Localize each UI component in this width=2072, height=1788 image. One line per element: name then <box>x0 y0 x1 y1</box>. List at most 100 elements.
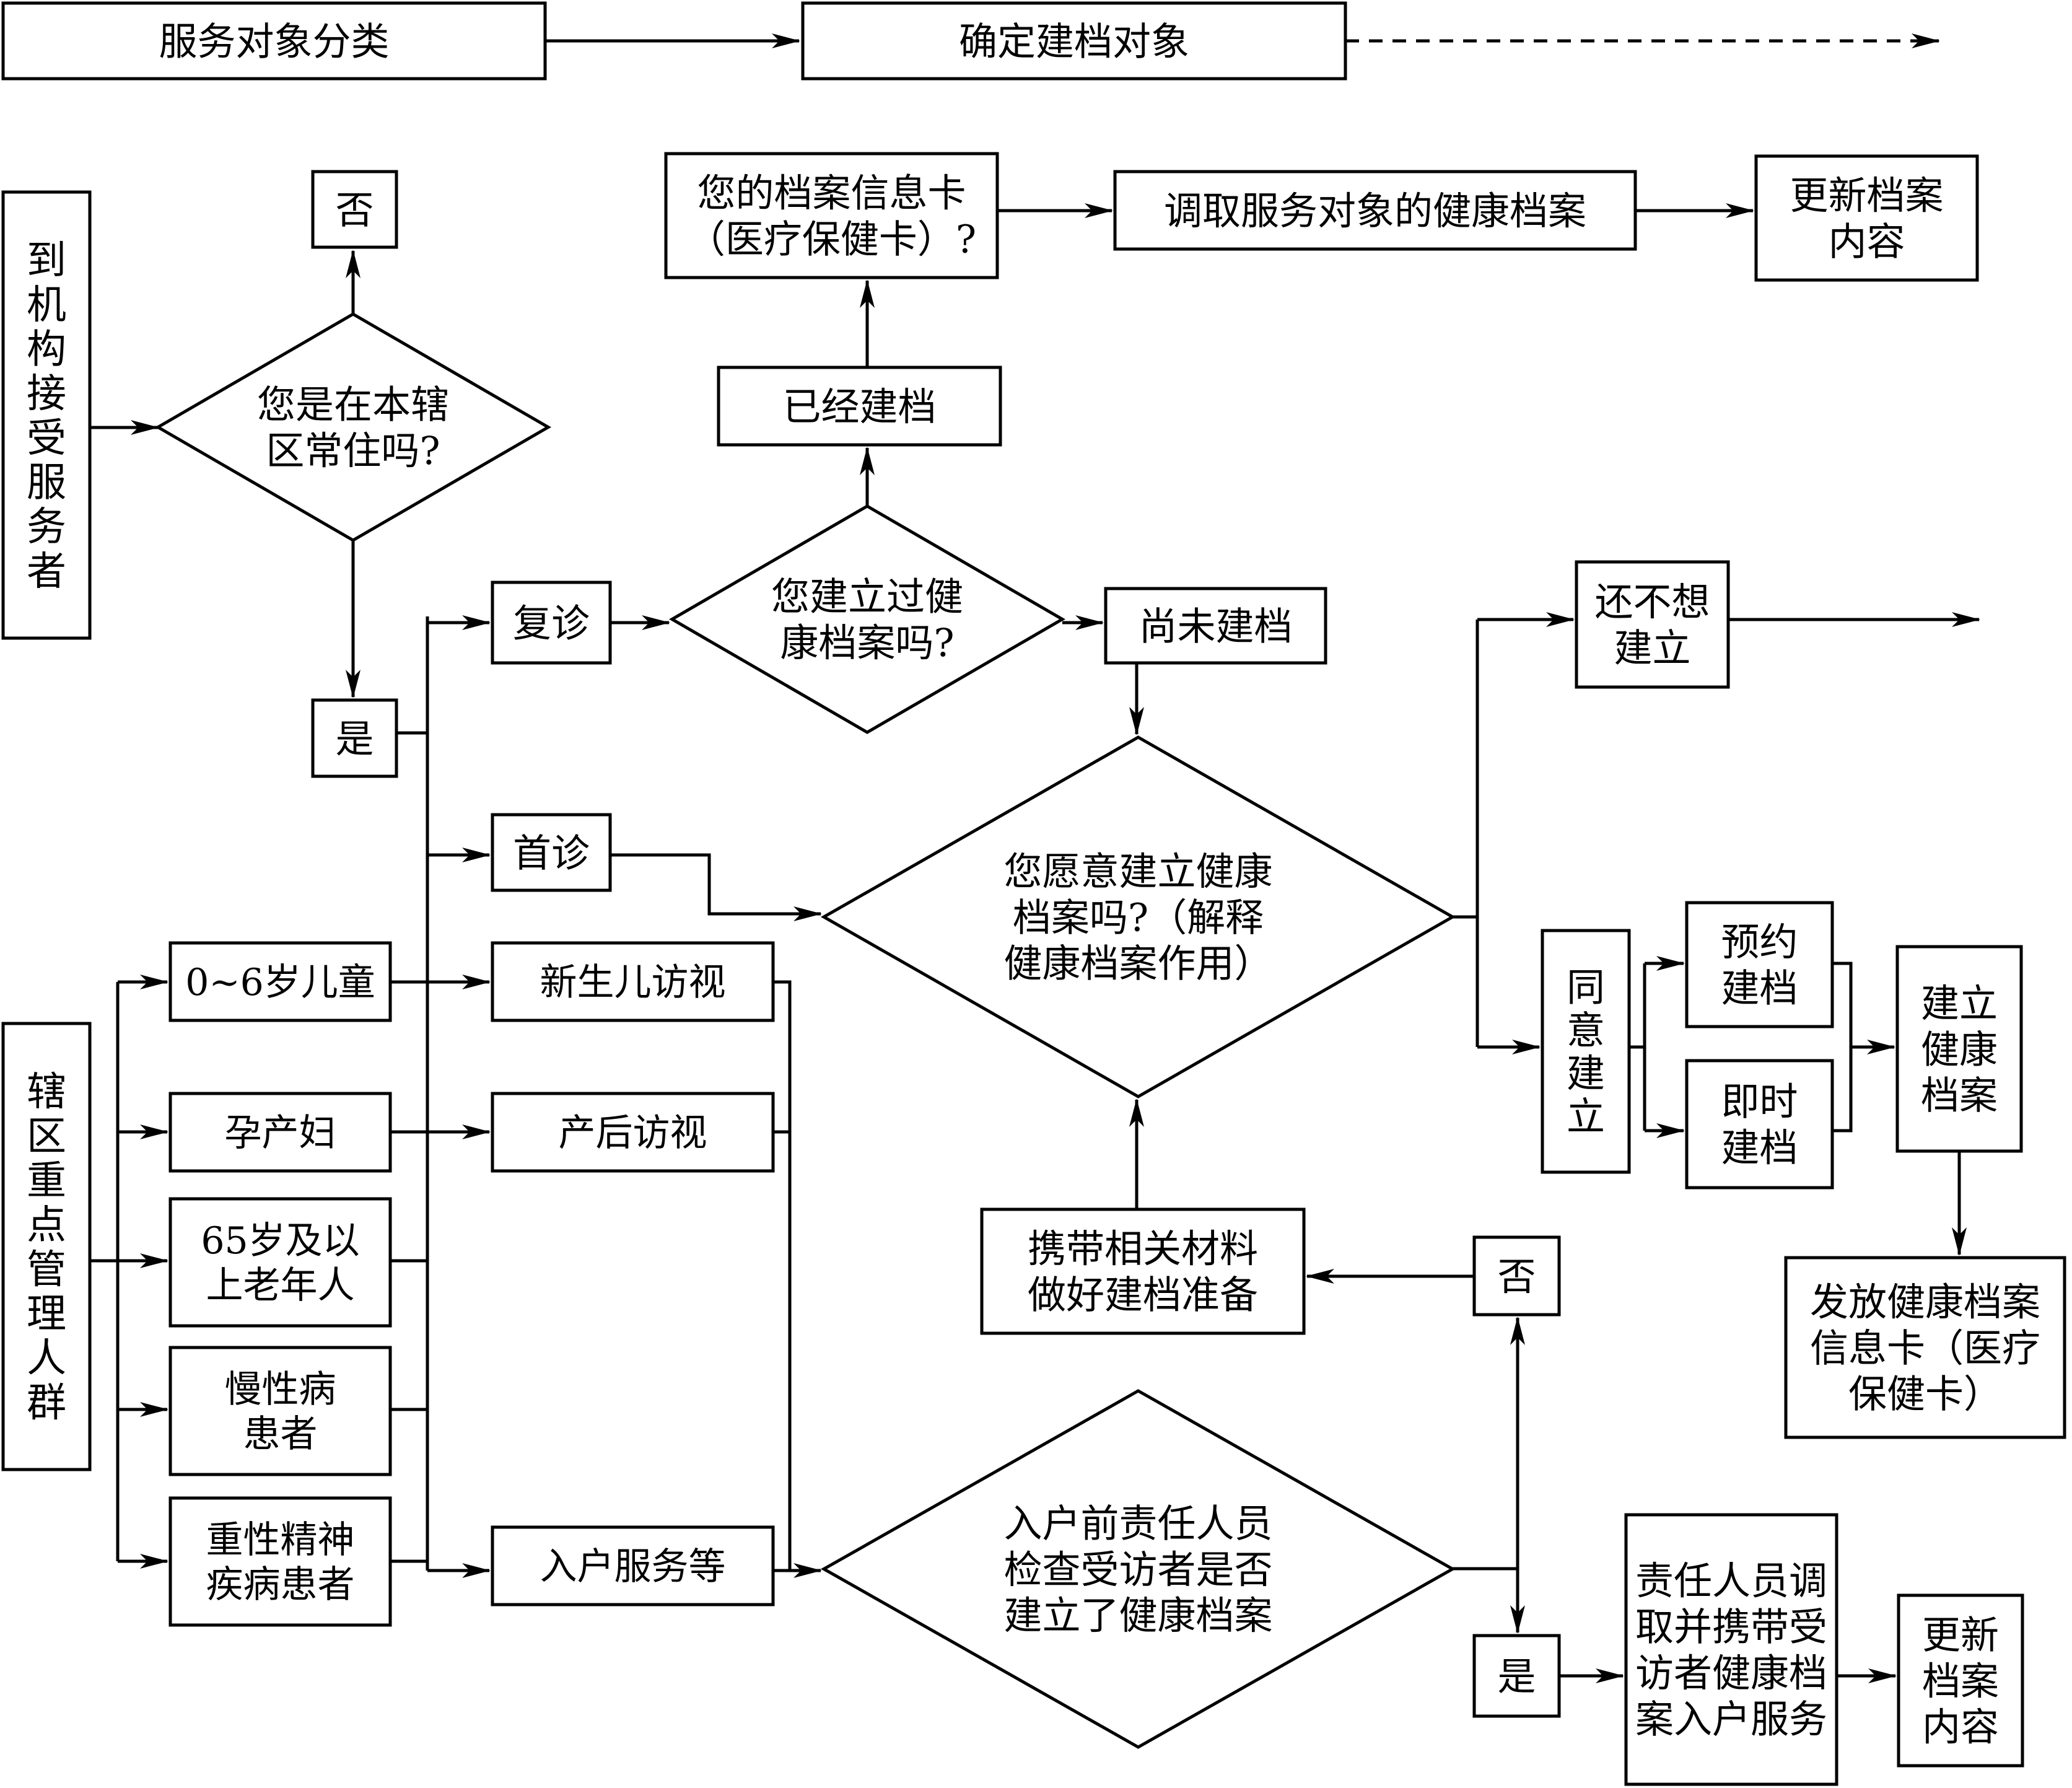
stage2-box: 确定建档对象 <box>801 1 1347 81</box>
staff-retrieve-box-frame <box>1624 1513 1838 1786</box>
followup-box-frame <box>491 581 612 665</box>
not-yet-box-label: 尚未建档 <box>1139 603 1292 649</box>
update-top-box-frame <box>1754 154 1979 282</box>
dont-want-box: 还不想建立 <box>1575 560 1730 689</box>
willing-decision-frame <box>820 735 1456 1098</box>
card-question-box-frame <box>664 152 999 279</box>
mental-box-frame <box>168 1496 392 1627</box>
followup-box: 复诊 <box>491 581 612 665</box>
connectors <box>90 33 1980 1683</box>
newborn-box-frame <box>491 941 775 1022</box>
retrieve-box: 调取服务对象的健康档案 <box>1113 170 1637 251</box>
arrive-box-label: 到机构接受服务者 <box>27 238 66 595</box>
appoint-box: 预约建档 <box>1685 901 1834 1028</box>
resident-decision-frame <box>155 312 551 542</box>
already-box: 已经建档 <box>717 366 1002 447</box>
retrieve-box-label: 调取服务对象的健康档案 <box>1164 188 1586 234</box>
has-record-decision-label: 您建立过健康档案吗? <box>771 574 963 665</box>
chronic-box: 慢性病患者 <box>168 1346 392 1476</box>
carry-box: 携带相关材料做好建档准备 <box>980 1207 1306 1335</box>
home-service-box-label: 入户服务等 <box>540 1545 726 1589</box>
immediate-box: 即时建档 <box>1685 1059 1834 1190</box>
establish-box-label: 建立健康档案 <box>1921 981 1998 1118</box>
stage2-box-label: 确定建档对象 <box>959 19 1189 64</box>
immediate-box-frame <box>1685 1059 1834 1190</box>
agree-box: 同意建立 <box>1541 929 1631 1174</box>
issue-card-box: 发放健康档案信息卡（医疗保健卡） <box>1784 1256 2066 1439</box>
connector-43 <box>773 980 792 1571</box>
key-groups-box: 辖区重点管理人群 <box>1 1022 92 1471</box>
establish-box-frame <box>1895 945 2023 1153</box>
newborn-box-label: 新生儿访视 <box>540 961 726 1004</box>
first-visit-box: 首诊 <box>491 813 612 892</box>
update-bottom-box: 更新档案内容 <box>1897 1593 2024 1768</box>
staff-retrieve-box: 责任人员调取并携带受访者健康档案入户服务 <box>1624 1513 1838 1786</box>
home-check-decision-label: 入户前责任人员检查受访者是否建立了健康档案 <box>1003 1501 1272 1638</box>
update-top-box: 更新档案内容 <box>1754 154 1979 282</box>
stage1-box-label: 服务对象分类 <box>159 19 389 64</box>
yes-bottom-box: 是 <box>1472 1634 1561 1718</box>
agree-box-label: 同意建立 <box>1567 965 1605 1139</box>
chronic-box-frame <box>168 1346 392 1476</box>
yes-left-box: 是 <box>311 698 398 778</box>
no-bottom-box-label: 否 <box>1497 1254 1536 1299</box>
agree-box-frame <box>1541 929 1631 1174</box>
willing-decision-label: 您愿意建立健康档案吗?（解释健康档案作用） <box>1003 849 1272 986</box>
card-question-box-label: 您的档案信息卡（医疗保健卡）? <box>687 170 976 261</box>
willing-decision: 您愿意建立健康档案吗?（解释健康档案作用） <box>820 735 1456 1098</box>
first-visit-box-frame <box>491 813 612 892</box>
mental-box-label: 重性精神疾病患者 <box>206 1518 355 1606</box>
pregnant-box-label: 孕产妇 <box>225 1111 336 1155</box>
update-top-box-label: 更新档案内容 <box>1790 173 1943 264</box>
no-top-box: 否 <box>311 170 398 249</box>
home-service-box: 入户服务等 <box>491 1525 775 1606</box>
newborn-box: 新生儿访视 <box>491 941 775 1022</box>
home-service-box-frame <box>491 1525 775 1606</box>
stage2-box-frame <box>801 1 1347 81</box>
has-record-decision: 您建立过健康档案吗? <box>669 504 1065 734</box>
issue-card-box-label: 发放健康档案信息卡（医疗保健卡） <box>1810 1279 2040 1417</box>
elderly-box-frame <box>168 1197 392 1328</box>
yes-bottom-box-frame <box>1472 1634 1561 1718</box>
has-record-decision-frame <box>669 504 1065 734</box>
postpartum-box-label: 产后访视 <box>559 1111 707 1155</box>
not-yet-box-frame <box>1104 587 1327 665</box>
establish-box: 建立健康档案 <box>1895 945 2023 1153</box>
elderly-box-label: 65岁及以上老年人 <box>201 1219 359 1307</box>
immediate-box-label: 即时建档 <box>1721 1079 1798 1170</box>
resident-decision-label: 您是在本辖区常住吗? <box>257 382 449 473</box>
arrive-box-frame <box>1 190 92 640</box>
carry-box-frame <box>980 1207 1306 1335</box>
not-yet-box: 尚未建档 <box>1104 587 1327 665</box>
stage1-box: 服务对象分类 <box>1 1 547 81</box>
key-groups-box-label: 辖区重点管理人群 <box>27 1069 66 1426</box>
already-box-label: 已经建档 <box>782 384 936 429</box>
stage1-box-frame <box>1 1 547 81</box>
appoint-box-label: 预约建档 <box>1721 919 1798 1010</box>
yes-bottom-box-label: 是 <box>1497 1654 1536 1699</box>
resident-decision: 您是在本辖区常住吗? <box>155 312 551 542</box>
child-box: 0~6岁儿童 <box>168 941 392 1022</box>
postpartum-box-frame <box>491 1092 775 1173</box>
appoint-box-frame <box>1685 901 1834 1028</box>
update-bottom-box-label: 更新档案内容 <box>1922 1612 1999 1750</box>
connector-27 <box>1832 962 1853 1133</box>
no-top-box-frame <box>311 170 398 249</box>
child-box-frame <box>168 941 392 1022</box>
home-check-decision-frame <box>820 1389 1456 1749</box>
elderly-box: 65岁及以上老年人 <box>168 1197 392 1328</box>
issue-card-box-frame <box>1784 1256 2066 1439</box>
pregnant-box-frame <box>168 1092 392 1173</box>
card-question-box: 您的档案信息卡（医疗保健卡）? <box>664 152 999 279</box>
dont-want-box-frame <box>1575 560 1730 689</box>
connector-17 <box>610 853 822 921</box>
no-bottom-box-frame <box>1472 1235 1561 1317</box>
pregnant-box: 孕产妇 <box>168 1092 392 1173</box>
staff-retrieve-box-label: 责任人员调取并携带受访者健康档案入户服务 <box>1635 1558 1827 1742</box>
chronic-box-label: 慢性病患者 <box>225 1368 336 1456</box>
update-bottom-box-frame <box>1897 1593 2024 1768</box>
yes-left-box-label: 是 <box>335 716 374 761</box>
yes-left-box-frame <box>311 698 398 778</box>
